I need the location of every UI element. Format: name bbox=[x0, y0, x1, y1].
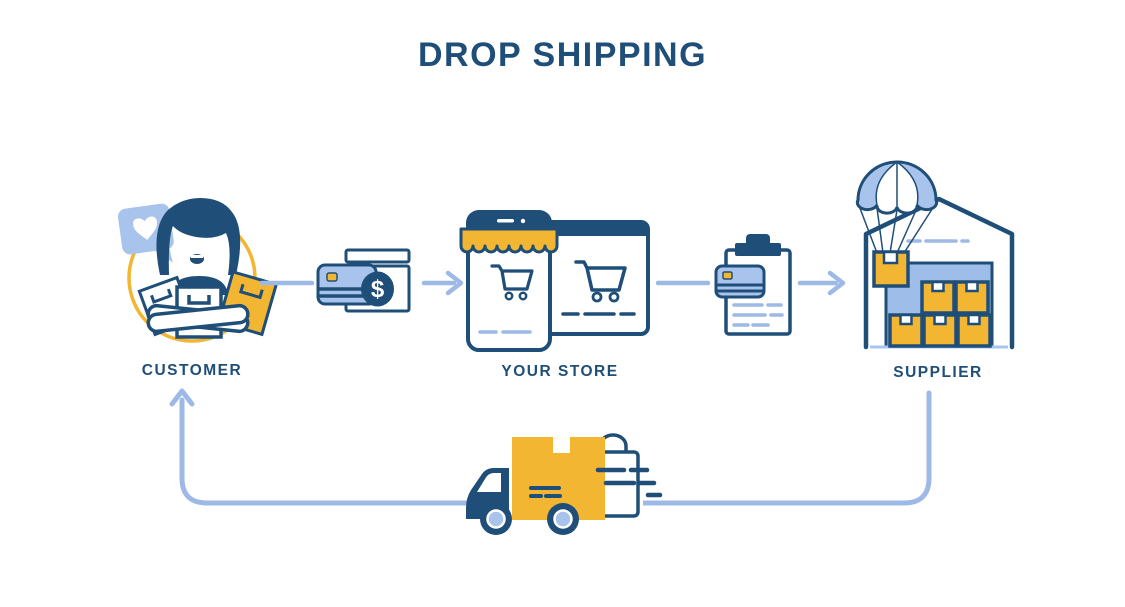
phone-camera-dot bbox=[520, 218, 526, 224]
arrow-order-to-supplier bbox=[797, 270, 846, 296]
customer-arms bbox=[146, 303, 250, 334]
customer-label: CUSTOMER bbox=[141, 362, 243, 379]
phone-and-browser-storefront-icon bbox=[459, 210, 650, 352]
parachute-package bbox=[872, 250, 910, 288]
box bbox=[888, 313, 924, 348]
clipboard-text-dashes bbox=[732, 303, 784, 327]
page-title: DROP SHIPPING bbox=[417, 36, 708, 74]
banknote-back bbox=[344, 248, 411, 264]
box bbox=[922, 313, 958, 348]
box bbox=[954, 280, 990, 315]
delivery-truck-with-package-and-bag-icon bbox=[466, 433, 663, 535]
cargo-box-notch bbox=[553, 437, 570, 453]
warehouse-with-parachute-delivery-icon bbox=[855, 160, 1015, 350]
dollar-coin bbox=[361, 271, 394, 307]
stacked-boxes bbox=[888, 280, 992, 348]
arrowhead-right-icon bbox=[827, 270, 846, 296]
parachute-strings bbox=[857, 202, 937, 254]
customer-icon bbox=[117, 198, 279, 343]
speed-dashes bbox=[595, 467, 663, 498]
box bbox=[956, 313, 992, 348]
cargo-box-lines bbox=[529, 486, 562, 498]
card-chip bbox=[326, 272, 338, 282]
parachute-icon bbox=[855, 160, 939, 254]
arrowhead-up-icon bbox=[169, 388, 195, 407]
clipboard-clip-bar bbox=[735, 243, 781, 256]
truck-wheel-front bbox=[480, 503, 512, 535]
credit-card-and-banknote-icon: $ bbox=[316, 248, 411, 313]
shopping-cart-icon bbox=[574, 260, 627, 303]
dollar-sign: $ bbox=[371, 276, 385, 303]
credit-card-icon-small bbox=[714, 264, 766, 299]
truck-windshield bbox=[477, 473, 501, 492]
supplier-label: SUPPLIER bbox=[893, 364, 983, 381]
phone-speaker bbox=[497, 219, 514, 223]
truck-wheel-rear bbox=[547, 503, 579, 535]
arrow-payment-to-store bbox=[421, 270, 464, 296]
your-store-label: YOUR STORE bbox=[501, 363, 619, 380]
customer-hair bbox=[156, 198, 241, 275]
box bbox=[920, 280, 956, 315]
card-chip bbox=[722, 271, 733, 280]
shopping-cart-icon-small bbox=[490, 264, 534, 301]
clipboard-order-with-credit-card-icon bbox=[714, 234, 792, 336]
parachute-canopy bbox=[855, 160, 939, 215]
store-awning-icon bbox=[459, 227, 559, 254]
arrowhead-right-icon bbox=[445, 270, 464, 296]
heart-icon bbox=[133, 216, 157, 240]
